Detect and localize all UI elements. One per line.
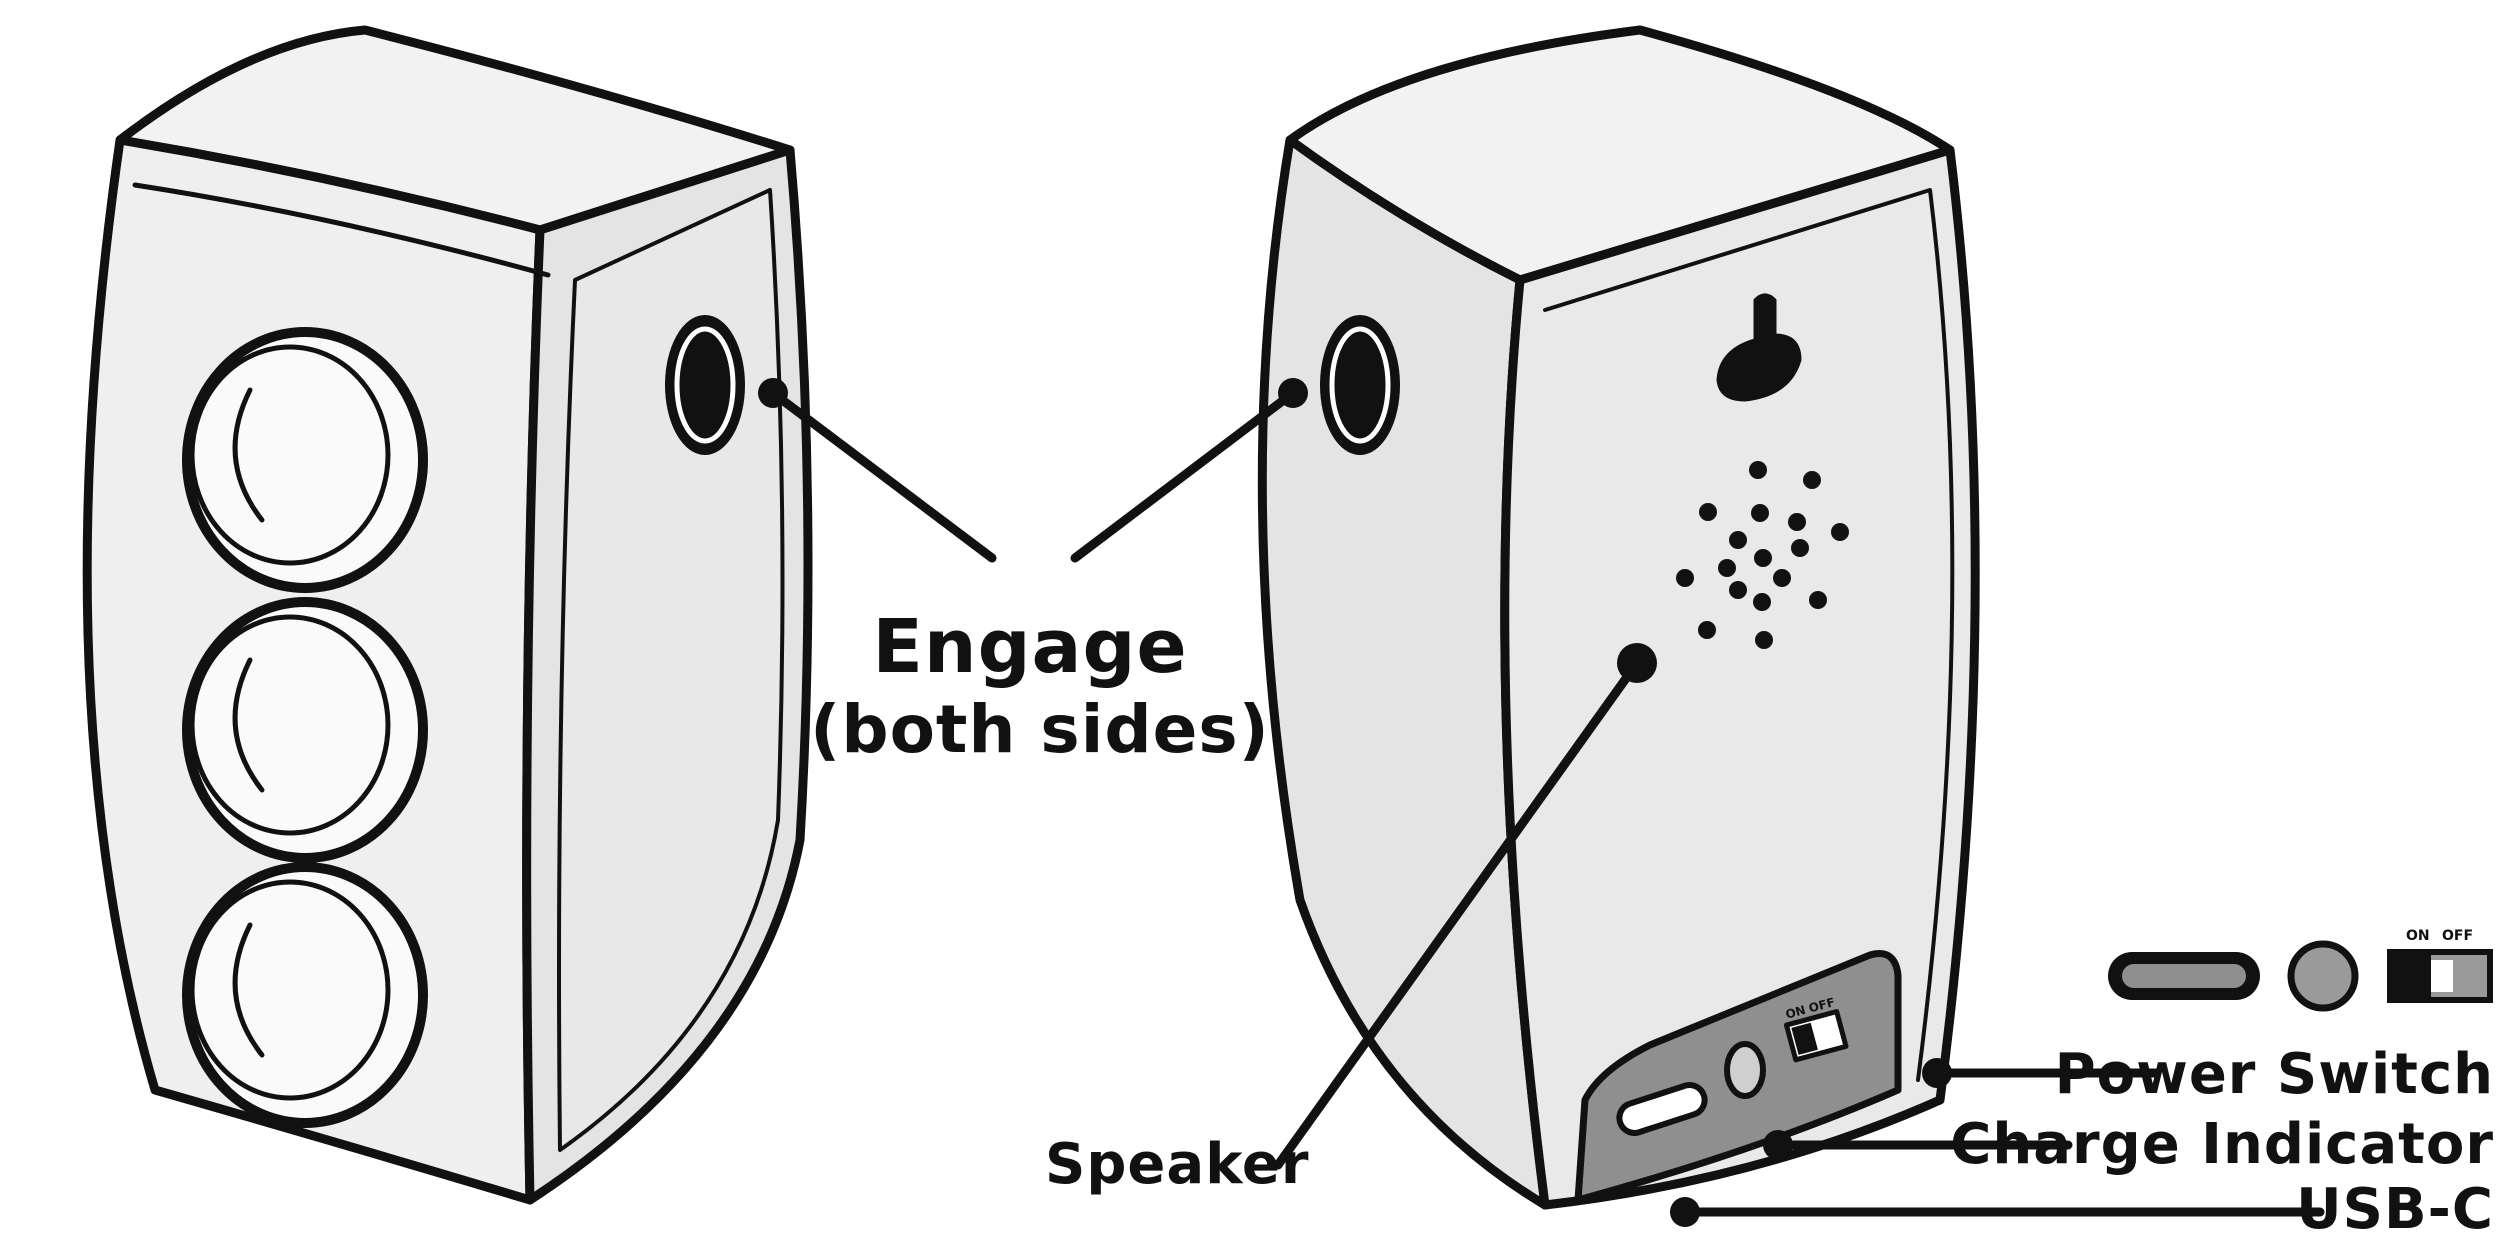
legend-icons: ON OFF: [2108, 928, 2493, 1012]
legend-switch-off-text: OFF: [2442, 928, 2473, 944]
speaker-grille: [1676, 461, 1849, 649]
right-speaker-back-bevel: [1543, 188, 1955, 1082]
lens-1: [182, 327, 428, 593]
panel-switch-on-text: ON: [1784, 1003, 1807, 1022]
left-speaker-side-bevel: [557, 188, 785, 1152]
legend-power-switch-icon: ON OFF: [2387, 928, 2493, 1003]
speaker-line: [1273, 658, 1642, 1170]
lens-3: [182, 862, 428, 1128]
usb-c-label: USB-C: [2296, 1177, 2494, 1234]
left-speaker-top-rim: [132, 182, 551, 278]
engage-right-line: [1070, 388, 1298, 563]
legend-switch-on-text: ON: [2406, 928, 2430, 944]
right-engage-button-ring: [1329, 326, 1391, 444]
panel-usb-c-port: [1616, 1082, 1708, 1136]
panel-switch-off-text: OFF: [1807, 995, 1836, 1015]
engage-label-line2: (both sides): [810, 691, 1270, 768]
lens-2: [182, 597, 428, 863]
keyhole-mount-icon: [1716, 293, 1802, 402]
engage-left-line: [768, 388, 997, 563]
panel-power-switch: ON OFF: [1783, 995, 1849, 1063]
speaker-label: Speaker: [1045, 1132, 1310, 1197]
power-switch-label: Power Switch: [2055, 1042, 2494, 1107]
legend-charge-indicator-icon: [2287, 940, 2359, 1012]
right-engage-button: [1320, 315, 1400, 455]
right-speaker: ON OFF: [1257, 25, 1980, 1210]
left-engage-button: [665, 315, 745, 455]
engage-label-line1: Engage: [872, 604, 1187, 690]
panel-charge-indicator: [1724, 1041, 1766, 1099]
left-engage-button-ring: [674, 326, 736, 444]
charge-indicator-label: Charge Indicator: [1950, 1112, 2494, 1177]
left-speaker: [82, 25, 813, 1205]
callout-lines: [758, 378, 2325, 1227]
right-speaker-back: [1500, 145, 1980, 1210]
